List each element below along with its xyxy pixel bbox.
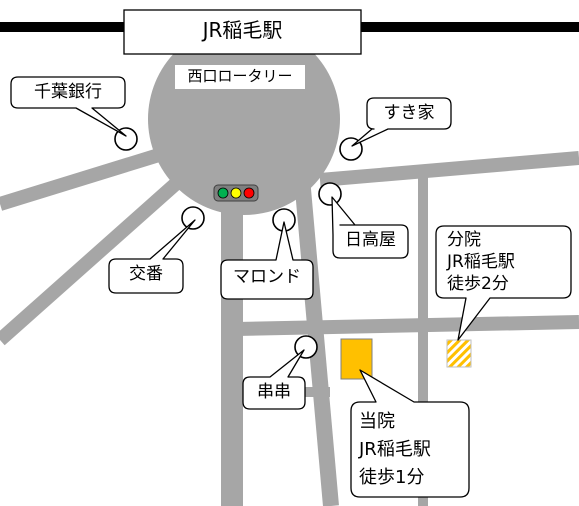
main-clinic-text: 当院 JR稲毛駅 徒歩1分 <box>359 408 431 492</box>
police-box-label: 交番 <box>129 264 163 284</box>
sukiya-label: すき家 <box>383 103 435 123</box>
road-east-main <box>319 151 579 187</box>
station-box <box>123 9 362 55</box>
branch-clinic-line-2: JR稲毛駅 <box>447 252 515 272</box>
police-box-callout <box>108 219 196 294</box>
main-clinic-marker <box>340 338 373 380</box>
branch-clinic-marker <box>446 339 472 368</box>
hidakaya-label: 日高屋 <box>345 230 396 250</box>
main-clinic-line-3: 徒歩1分 <box>359 467 425 488</box>
main-clinic-line-2: JR稲毛駅 <box>359 439 431 460</box>
kushikushi-label: 串串 <box>257 382 291 402</box>
road-west-lower <box>0 174 185 346</box>
rotary-label: 西口ロータリー <box>187 67 293 85</box>
sukiya-callout <box>351 97 452 147</box>
branch-clinic-callout <box>435 225 572 341</box>
hidakaya-callout <box>331 196 409 259</box>
road-west-upper <box>0 143 178 211</box>
maronde-label: マロンド <box>233 267 301 287</box>
bank-callout <box>10 76 127 137</box>
road-cross-east <box>236 315 579 336</box>
bank-label: 千葉銀行 <box>34 82 102 102</box>
traffic-signal-icon <box>213 184 259 202</box>
main-clinic-line-1: 当院 <box>359 411 395 432</box>
rotary-label-box <box>175 65 305 89</box>
branch-clinic-line-1: 分院 <box>447 230 481 250</box>
main-clinic-callout <box>350 369 470 498</box>
hidakaya-marker-icon <box>318 182 342 206</box>
kushikushi-callout <box>242 349 306 410</box>
branch-clinic-text: 分院 JR稲毛駅 徒歩2分 <box>447 229 515 295</box>
branch-clinic-line-3: 徒歩2分 <box>447 274 509 294</box>
maronde-callout <box>220 221 314 300</box>
station-label: JR稲毛駅 <box>202 18 283 42</box>
police-box-marker-icon <box>181 206 205 230</box>
